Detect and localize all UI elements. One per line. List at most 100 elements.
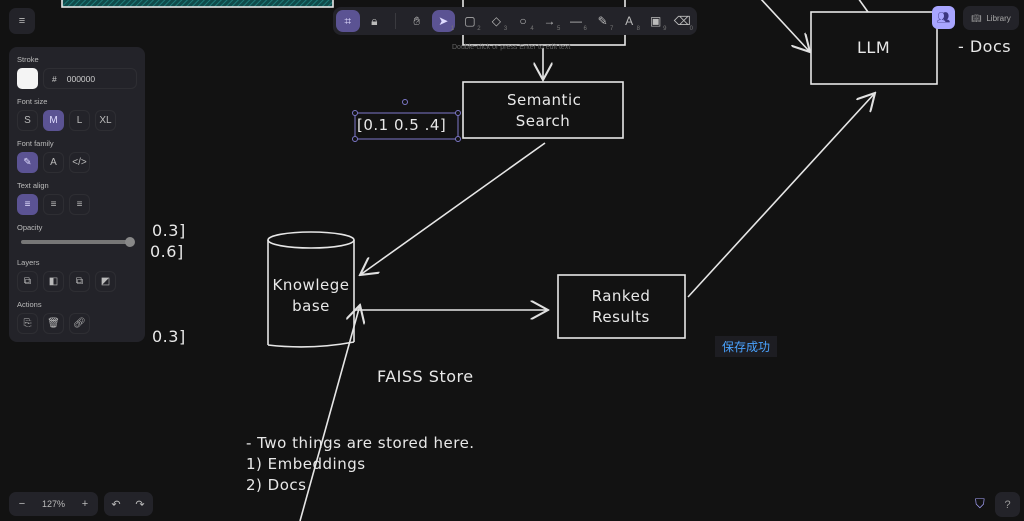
hex-value: 000000: [66, 73, 96, 84]
vector-text[interactable]: [0.1 0.5 .4]: [357, 116, 447, 134]
users-icon: 👥︎: [936, 12, 951, 24]
duplicate-button[interactable]: ⎘: [17, 313, 38, 334]
align-left-button[interactable]: ≡: [17, 194, 38, 215]
ranked-results-box: [557, 274, 686, 339]
opacity-label: Opacity: [17, 223, 43, 232]
opacity-slider[interactable]: [19, 236, 135, 247]
stroke-hex-input[interactable]: #000000: [43, 68, 137, 89]
selection-handles: [352, 99, 461, 142]
save-success-toast: 保存成功: [715, 336, 777, 357]
link-button[interactable]: 🔗︎: [69, 313, 90, 334]
stroke-color-swatch[interactable]: [17, 68, 38, 89]
pointer-icon: ➤: [438, 14, 449, 28]
lock-icon: 🔒︎: [371, 13, 378, 28]
line-tool-button[interactable]: —6: [564, 10, 588, 32]
zoom-out-button[interactable]: −: [18, 498, 26, 510]
slider-thumb[interactable]: [125, 237, 135, 247]
edit-hint: Double-click or press Enter to edit text: [452, 44, 571, 51]
eraser-tool-button[interactable]: ⌫0: [670, 10, 694, 32]
font-size-s[interactable]: S: [17, 110, 38, 131]
text-icon: A: [625, 14, 634, 28]
zoom-controls: − 127% +: [9, 492, 98, 516]
font-size-xl[interactable]: XL: [95, 110, 116, 131]
arrow-icon: →: [543, 14, 556, 28]
diamond-icon: ◇: [491, 14, 502, 28]
faiss-store-label: FAISS Store: [377, 367, 474, 386]
llm-label: LLM: [857, 38, 891, 57]
collaborate-button[interactable]: 👥︎: [932, 6, 955, 29]
zoom-in-button[interactable]: +: [81, 498, 89, 510]
align-right-button[interactable]: ≡: [69, 194, 90, 215]
shortcut: 5: [556, 26, 561, 32]
image-tool-button[interactable]: ▣9: [644, 10, 668, 32]
font-size-label: Font size: [17, 97, 48, 106]
docs-text-right: - Docs: [958, 37, 1012, 56]
shapes-icon: ⌗: [344, 13, 352, 28]
vector-fragment: 0.3]: [152, 221, 186, 240]
shortcut: 6: [583, 26, 587, 32]
vector-fragment: 0.3]: [152, 327, 186, 346]
help-button[interactable]: ?: [995, 492, 1020, 517]
book-icon: 📖︎: [971, 13, 982, 23]
divider: [395, 13, 396, 29]
zoom-level[interactable]: 127%: [41, 499, 66, 509]
vector-fragment: 0.6]: [150, 242, 184, 261]
redo-button[interactable]: ↷: [135, 498, 145, 511]
notes-text: - Two things are stored here.1) Embeddin…: [246, 434, 475, 494]
library-button[interactable]: 📖︎ Library: [963, 6, 1019, 30]
lock-tool-button[interactable]: 🔒︎: [363, 10, 387, 32]
main-menu-button[interactable]: ≡: [9, 8, 35, 34]
image-icon: ▣: [650, 14, 662, 28]
shortcut: 3: [503, 26, 508, 32]
hamburger-icon: ≡: [18, 15, 26, 27]
rectangle-tool-button[interactable]: ▢2: [458, 10, 482, 32]
shortcut: 2: [477, 26, 481, 32]
hand-icon: ✋︎: [413, 13, 421, 28]
diamond-tool-button[interactable]: ◇3: [485, 10, 509, 32]
semantic-search-box: [462, 81, 624, 139]
font-hand-drawn-button[interactable]: ✎: [17, 152, 38, 173]
history-controls: ↶ ↷: [104, 492, 153, 516]
eraser-icon: ⌫: [673, 14, 691, 28]
send-to-back-button[interactable]: ⧉: [17, 271, 38, 292]
properties-panel: Stroke #000000 Font size S M L XL Font f…: [9, 47, 145, 342]
hand-tool-button[interactable]: ✋︎: [405, 10, 429, 32]
bring-to-front-button[interactable]: ◩: [95, 271, 116, 292]
bring-forward-button[interactable]: ⧉: [69, 271, 90, 292]
shortcut: 9: [663, 26, 667, 32]
library-tool-button[interactable]: ⌗: [336, 10, 360, 32]
arrow-tool-button[interactable]: →5: [538, 10, 562, 32]
font-family-label: Font family: [17, 139, 54, 148]
font-size-l[interactable]: L: [69, 110, 90, 131]
ellipse-icon: ○: [519, 14, 527, 28]
send-backward-button[interactable]: ◧: [43, 271, 64, 292]
pencil-icon: ✎: [597, 14, 608, 28]
shortcut: 1: [450, 26, 455, 32]
shield-check-icon[interactable]: ⛉: [975, 496, 985, 511]
font-normal-button[interactable]: A: [43, 152, 64, 173]
delete-button[interactable]: 🗑︎: [43, 313, 64, 334]
undo-button[interactable]: ↶: [111, 498, 121, 511]
ellipse-tool-button[interactable]: ○4: [511, 10, 535, 32]
shortcut: 8: [636, 26, 640, 32]
text-align-label: Text align: [17, 181, 49, 190]
layers-label: Layers: [17, 258, 40, 267]
font-code-button[interactable]: </>: [69, 152, 90, 173]
hash-symbol: #: [52, 73, 57, 84]
selection-tool-button[interactable]: ➤1: [431, 10, 456, 32]
slider-track: [21, 240, 133, 244]
line-icon: —: [570, 14, 583, 28]
shortcut: 7: [610, 26, 614, 32]
library-label: Library: [986, 13, 1011, 23]
hatched-rectangle: [61, 0, 334, 8]
align-center-button[interactable]: ≡: [43, 194, 64, 215]
shortcut: 4: [530, 26, 534, 32]
draw-tool-button[interactable]: ✎7: [591, 10, 615, 32]
font-size-m[interactable]: M: [43, 110, 64, 131]
